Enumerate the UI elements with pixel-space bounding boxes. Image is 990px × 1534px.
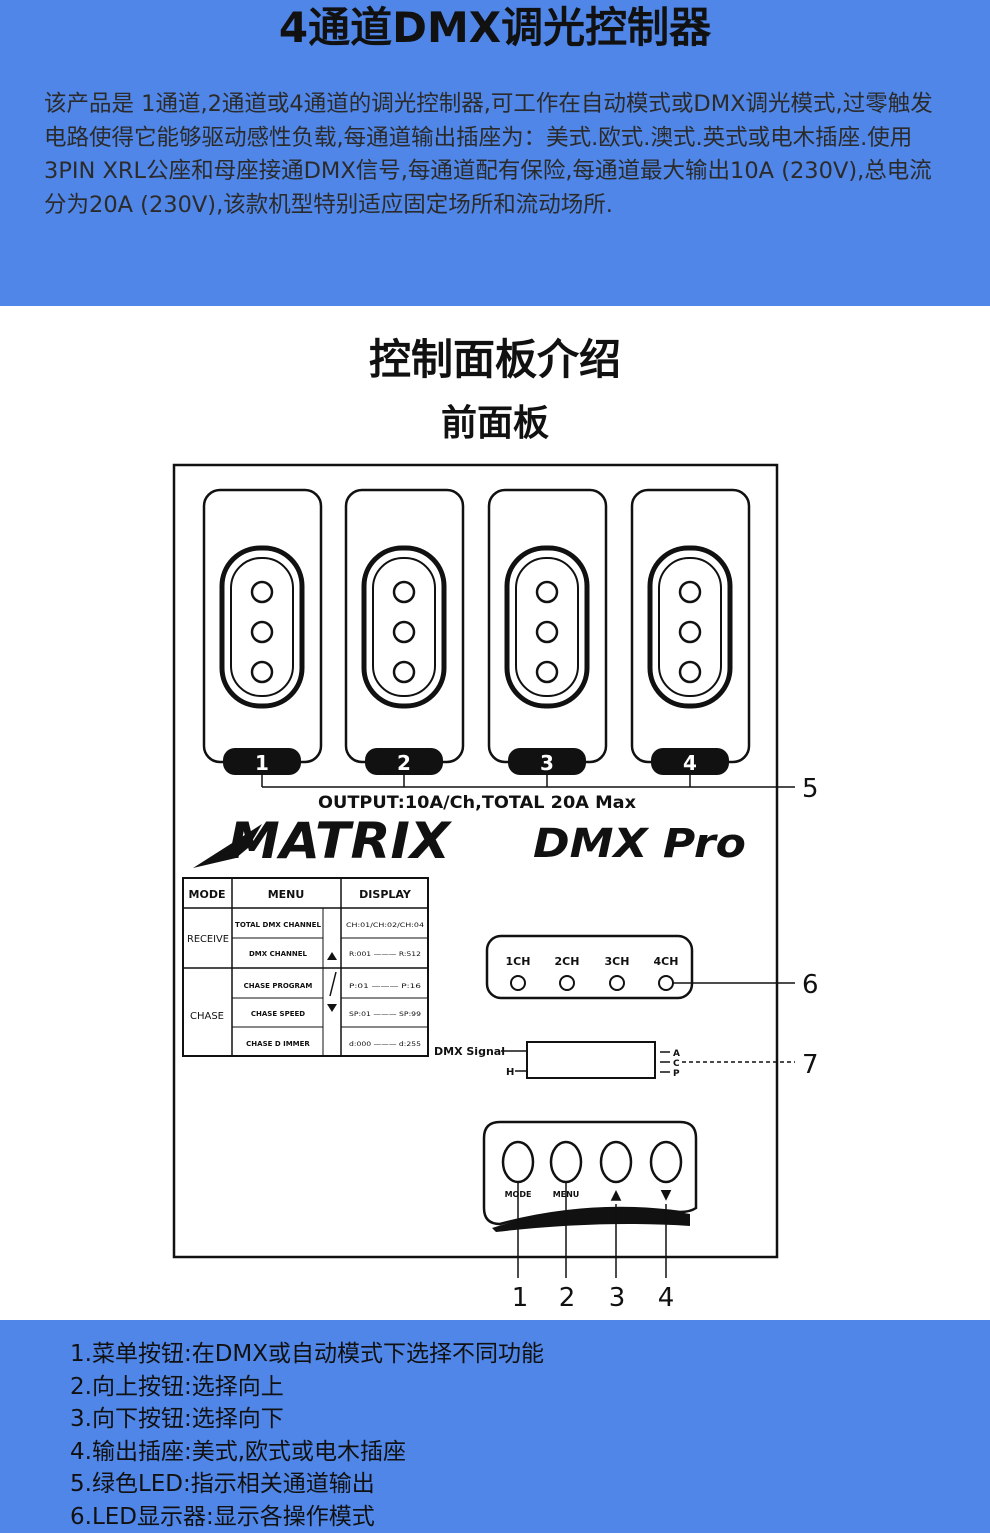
output-rating-label: OUTPUT:10A/Ch,TOTAL 20A Max — [318, 793, 636, 813]
legend-item-3: 3.向下按钮:选择向下 — [70, 1406, 284, 1433]
led-display: DMX Signal H A C P — [434, 1041, 795, 1079]
display-right-label-a: A — [673, 1049, 680, 1059]
brand-name: MATRIX — [228, 812, 453, 870]
output-socket-3: 3 — [487, 488, 608, 775]
legend-item-5: 5.绿色LED:指示相关通道输出 — [70, 1471, 375, 1498]
legend-band — [0, 1320, 990, 1533]
led-label-1: 1CH — [506, 955, 531, 968]
led-indicator-3 — [609, 975, 625, 991]
callout-button-2: 2 — [559, 1283, 576, 1313]
product-description: 该产品是 1通道,2通道或4通道的调光控制器,可工作在自动模式或DMX调光模式,… — [44, 91, 933, 218]
table-header-menu: MENU — [268, 888, 305, 901]
down-arrow-icon — [327, 1004, 337, 1012]
page-title: 4通道DMX调光控制器 — [278, 3, 712, 52]
table-header-mode: MODE — [189, 888, 226, 901]
socket-number-1: 1 — [255, 751, 269, 775]
output-socket-1: 1 — [202, 488, 323, 775]
led-indicator-4 — [658, 975, 674, 991]
legend-item-2: 2.向上按钮:选择向上 — [70, 1373, 284, 1400]
legend-item-4: 4.输出插座:美式,欧式或电木插座 — [70, 1438, 407, 1465]
section-subtitle: 前面板 — [440, 403, 549, 444]
table-menu-1: TOTAL DMX CHANNEL — [235, 921, 322, 929]
intro-band — [0, 0, 990, 306]
table-display-5: d:000 ——— d:255 — [349, 1041, 421, 1048]
table-display-4: SP:01 ——— SP:99 — [349, 1011, 421, 1018]
dmx-signal-label: DMX Signal — [434, 1045, 505, 1058]
led-label-3: 3CH — [605, 955, 630, 968]
down-button — [649, 1140, 683, 1184]
callout-number-6: 6 — [802, 970, 819, 1000]
callout-number-7: 7 — [802, 1050, 819, 1080]
display-right-label-p: P — [673, 1069, 680, 1079]
table-menu-4: CHASE SPEED — [251, 1010, 305, 1018]
legend-list: 1.菜单按钮:在DMX或自动模式下选择不同功能 2.向上按钮:选择向上 3.向下… — [70, 1338, 544, 1534]
legend-item-1: 1.菜单按钮:在DMX或自动模式下选择不同功能 — [70, 1341, 545, 1367]
socket-number-2: 2 — [397, 751, 411, 775]
arrow-divider-icon — [329, 971, 337, 997]
front-panel-diagram: 1 2 3 4 5 OUT — [172, 463, 819, 1313]
menu-table: MODE MENU DISPLAY RECEIVE CHASE TOTAL DM… — [182, 877, 429, 1057]
channel-led-panel: 1CH 2CH 3CH 4CH — [485, 934, 795, 1000]
led-indicator-1 — [510, 975, 526, 991]
callout-line-outputs — [261, 775, 795, 788]
callout-button-4: 4 — [658, 1283, 675, 1313]
table-menu-3: CHASE PROGRAM — [244, 982, 313, 990]
mode-button — [501, 1140, 535, 1184]
callout-button-1: 1 — [512, 1283, 529, 1313]
socket-number-3: 3 — [540, 751, 554, 775]
table-display-1: CH:01/CH:02/CH:04 — [346, 922, 424, 929]
table-display-2: R:001 ——— R:512 — [349, 951, 421, 958]
table-display-3: P:01 ——— P:16 — [349, 983, 421, 990]
matrix-logo: MATRIX — [193, 812, 453, 870]
output-socket-2: 2 — [344, 488, 465, 775]
callout-button-3: 3 — [609, 1283, 626, 1313]
led-label-2: 2CH — [555, 955, 580, 968]
display-left-label: H — [506, 1067, 514, 1078]
control-buttons-panel: MODE MENU ▲ ▼ — [482, 1120, 698, 1278]
table-mode-chase: CHASE — [190, 1011, 224, 1022]
table-header-display: DISPLAY — [359, 888, 412, 901]
display-right-label-c: C — [673, 1059, 680, 1069]
menu-button — [549, 1140, 583, 1184]
legend-item-6: 6.LED显示器:显示各操作模式 — [70, 1503, 375, 1530]
down-button-label: ▼ — [661, 1187, 672, 1203]
up-button-label: ▲ — [611, 1187, 622, 1203]
model-name: DMX Pro — [533, 821, 746, 867]
table-menu-5: CHASE D IMMER — [246, 1040, 310, 1048]
callout-number-5: 5 — [802, 774, 819, 804]
led-indicator-2 — [559, 975, 575, 991]
table-mode-receive: RECEIVE — [187, 934, 229, 945]
up-arrow-icon — [327, 952, 337, 960]
up-button — [599, 1140, 633, 1184]
table-menu-2: DMX CHANNEL — [249, 950, 308, 958]
section-title: 控制面板介绍 — [368, 335, 621, 384]
led-label-4: 4CH — [654, 955, 679, 968]
output-socket-4: 4 — [630, 488, 751, 775]
socket-number-4: 4 — [683, 751, 697, 775]
